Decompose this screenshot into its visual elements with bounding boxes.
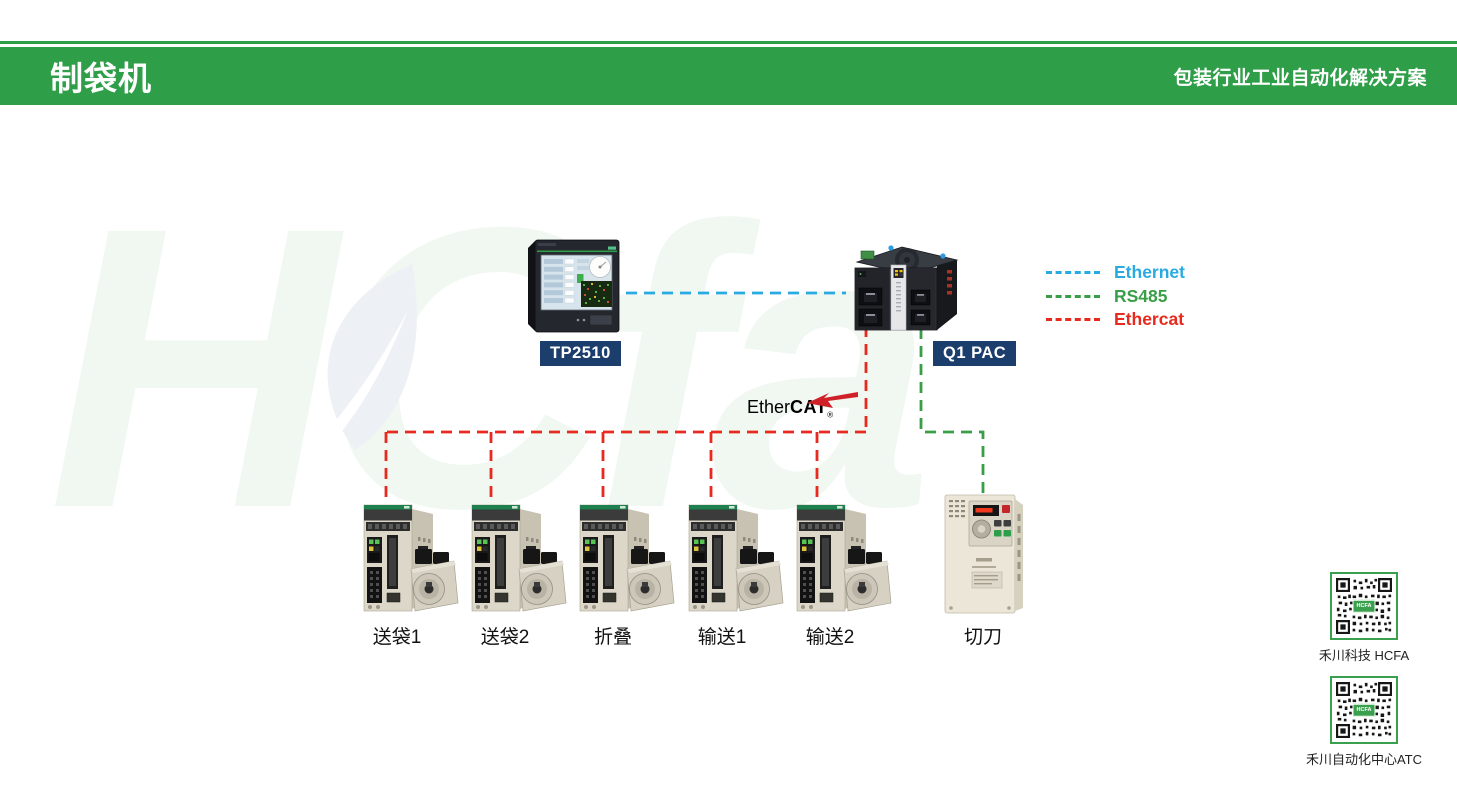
legend-item-ethernet: Ethernet (1046, 261, 1185, 285)
servo-drive-1 (362, 497, 459, 615)
qr-center-logo: HCFA (1352, 703, 1376, 717)
header-subtitle: 包装行业工业自动化解决方案 (1173, 67, 1427, 89)
servo-drive-image (687, 497, 784, 615)
qr-code-atc: HCFA (1330, 676, 1398, 744)
header-bar: 制袋机 包装行业工业自动化解决方案 (0, 47, 1457, 105)
hmi-label: TP2510 (540, 341, 621, 366)
servo-drive-3 (578, 497, 675, 615)
legend-label: Ethercat (1114, 309, 1185, 330)
device-label-2: 送袋2 (480, 627, 530, 648)
servo-drive-2 (470, 497, 567, 615)
rs485-dash-icon (1046, 294, 1100, 298)
hmi-device-tp2510 (524, 236, 624, 338)
inverter-device (938, 492, 1028, 618)
qr-code-hcfa: HCFA (1330, 572, 1398, 640)
qr-caption-atc: 禾川自动化中心ATC (1305, 752, 1423, 767)
qr-caption-hcfa: 禾川科技 HCFA (1318, 648, 1410, 663)
page-title: 制袋机 (50, 60, 152, 97)
legend-label: RS485 (1114, 285, 1168, 306)
servo-drive-image (470, 497, 567, 615)
servo-drive-5 (795, 497, 892, 615)
device-label-1: 送袋1 (372, 627, 422, 648)
hmi-touchscreen-image (524, 236, 624, 338)
header-accent-line (0, 41, 1457, 44)
rs485-line (919, 328, 985, 493)
plc-device-q1pac (845, 238, 963, 338)
servo-drive-image (795, 497, 892, 615)
plc-controller-image (845, 238, 963, 338)
legend-item-rs485: RS485 (1046, 285, 1185, 309)
leaf-icon (320, 264, 417, 450)
device-label-4: 输送1 (697, 627, 747, 648)
ethernet-dash-icon (1046, 271, 1100, 275)
ethercat-bus-line (384, 326, 868, 497)
qr-center-logo: HCFA (1352, 599, 1376, 613)
device-label-5: 输送2 (805, 627, 855, 648)
legend-item-ethercat: Ethercat (1046, 308, 1185, 332)
ethercat-dash-icon (1046, 318, 1100, 322)
device-label-3: 折叠 (593, 627, 632, 648)
servo-drive-4 (687, 497, 784, 615)
legend-label: Ethernet (1114, 262, 1185, 283)
servo-drive-image (578, 497, 675, 615)
plc-label: Q1 PAC (933, 341, 1017, 366)
legend: Ethernet RS485 Ethercat (1046, 261, 1185, 332)
inverter-image (938, 492, 1028, 618)
device-label-6: 切刀 (963, 627, 1002, 648)
servo-drive-image (362, 497, 459, 615)
ethercat-arrow-icon (807, 392, 858, 408)
